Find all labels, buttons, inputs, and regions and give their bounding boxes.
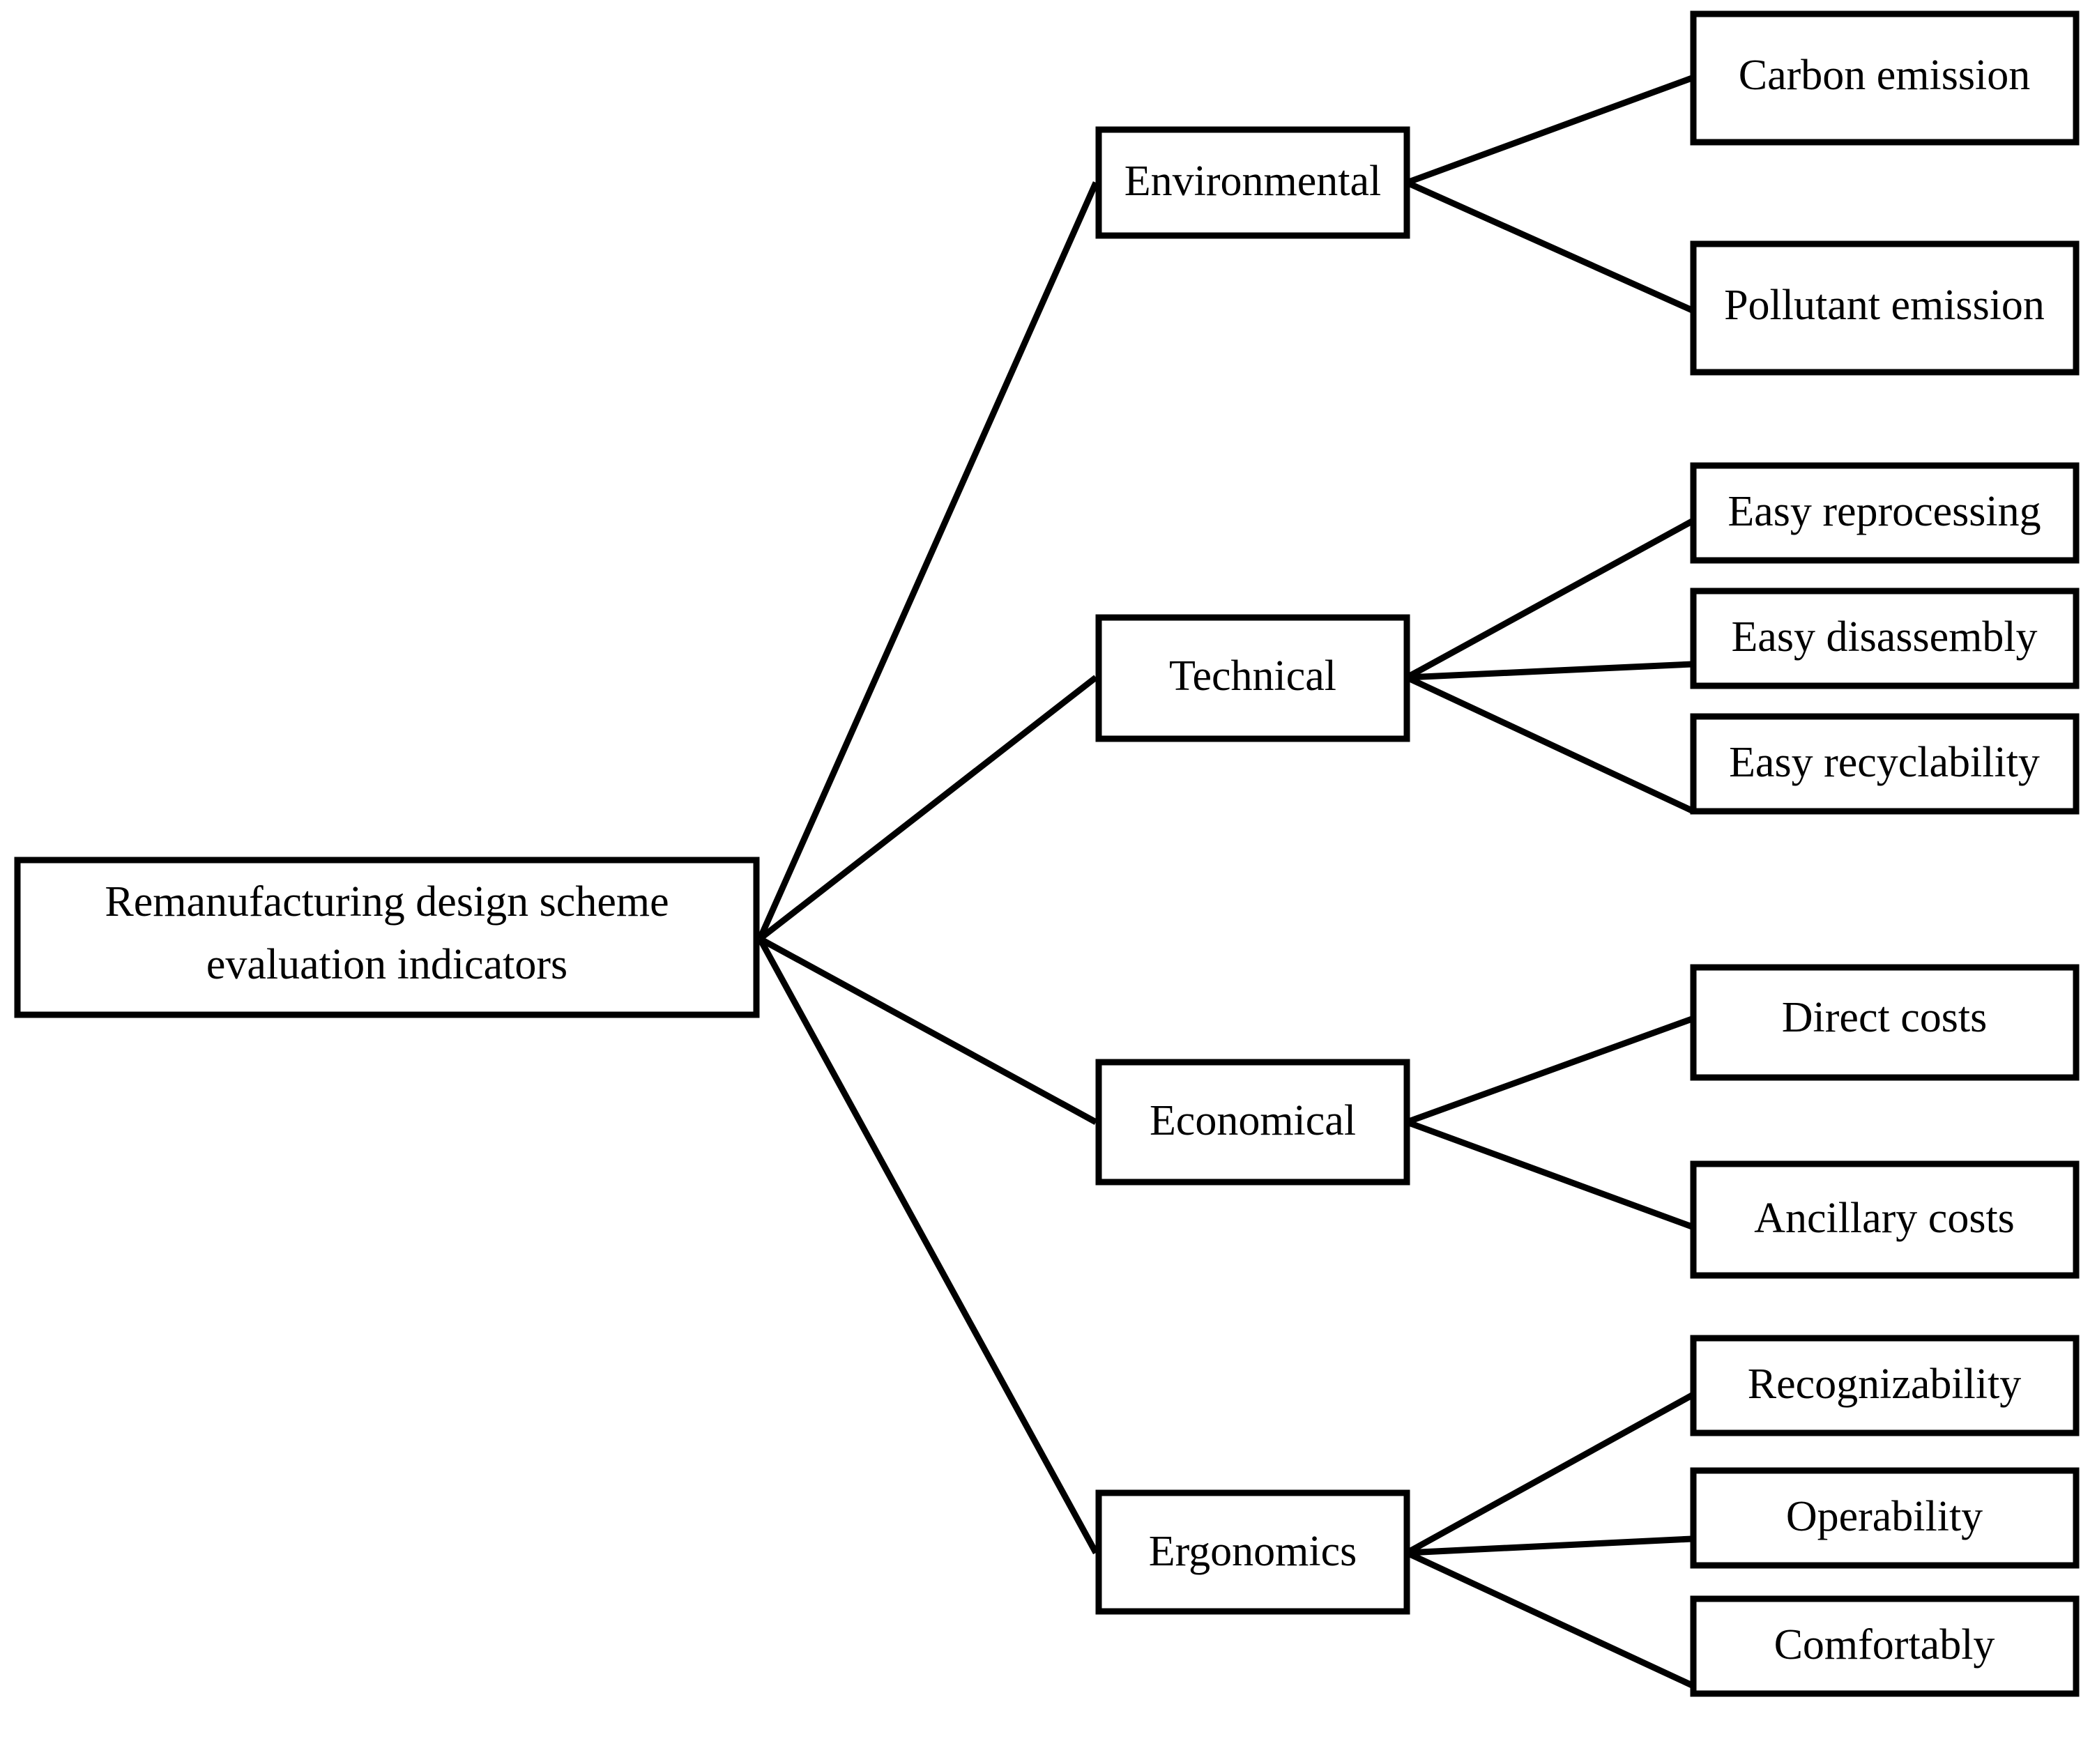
leaf-label-easy-recyclability: Easy recyclability (1729, 739, 2040, 786)
leaf-label-pollutant-emission: Pollutant emission (1724, 282, 2045, 329)
connector-root-to-economical (758, 936, 1098, 1125)
leaf-box-recognizability (1690, 1335, 2080, 1436)
leaf-box-ancillary-costs (1690, 1160, 2080, 1279)
leaf-label-ancillary-costs: Ancillary costs (1754, 1195, 2015, 1242)
node-leaf-operability[interactable]: Operability (1690, 1467, 2080, 1569)
category-label-ergonomics: Ergonomics (1149, 1528, 1357, 1575)
leaf-box-pollutant-emission (1690, 240, 2080, 376)
connector-environmental-to-carbon-emission (1405, 75, 1693, 186)
leaf-label-easy-reprocessing: Easy reprocessing (1728, 488, 2041, 535)
connector-group-root (756, 181, 1099, 1555)
category-box-economical (1095, 1059, 1410, 1186)
leaf-label-operability: Operability (1786, 1493, 1983, 1540)
connector-group-technical (1405, 519, 1694, 814)
category-label-environmental: Environmental (1124, 158, 1381, 205)
leaf-box-easy-reprocessing (1690, 462, 2080, 564)
node-leaf-easy-disassembly[interactable]: Easy disassembly (1690, 588, 2080, 689)
node-root[interactable]: Remanufacturing design scheme evaluation… (14, 857, 760, 1018)
node-leaf-easy-recyclability[interactable]: Easy recyclability (1690, 713, 2080, 815)
node-category-technical[interactable]: Technical (1095, 614, 1410, 742)
node-leaf-easy-reprocessing[interactable]: Easy reprocessing (1690, 462, 2080, 564)
root-label-line-1: Remanufacturing design scheme (105, 878, 669, 926)
connector-technical-to-easy-reprocessing (1405, 519, 1694, 680)
leaf-label-easy-disassembly: Easy disassembly (1731, 613, 2037, 661)
node-leaf-recognizability[interactable]: Recognizability (1690, 1335, 2080, 1436)
node-category-economical[interactable]: Economical (1095, 1059, 1410, 1186)
connector-economical-to-direct-costs (1405, 1015, 1693, 1126)
node-leaf-direct-costs[interactable]: Direct costs (1690, 964, 2080, 1081)
connector-group-environmental (1405, 75, 1693, 314)
connector-root-to-technical (758, 675, 1098, 942)
connector-ergonomics-to-operability (1406, 1535, 1693, 1556)
connector-root-to-environmental (756, 181, 1099, 940)
leaf-label-carbon-emission: Carbon emission (1739, 52, 2030, 99)
node-leaf-ancillary-costs[interactable]: Ancillary costs (1690, 1160, 2080, 1279)
leaf-box-easy-disassembly (1690, 588, 2080, 689)
root-label-line-2: evaluation indicators (206, 941, 567, 988)
leaf-label-comfortably: Comfortably (1774, 1621, 1995, 1669)
category-box-environmental (1095, 126, 1410, 239)
leaf-label-direct-costs: Direct costs (1782, 994, 1987, 1041)
category-label-economical: Economical (1150, 1097, 1356, 1144)
leaf-box-operability (1690, 1467, 2080, 1569)
connector-root-to-ergonomics (757, 937, 1099, 1555)
connector-technical-to-easy-recyclability (1405, 674, 1693, 814)
node-leaf-carbon-emission[interactable]: Carbon emission (1690, 10, 2080, 146)
connector-group-ergonomics (1405, 1393, 1694, 1689)
node-leaf-pollutant-emission[interactable]: Pollutant emission (1690, 240, 2080, 376)
node-category-environmental[interactable]: Environmental (1095, 126, 1410, 239)
leaf-label-recognizability: Recognizability (1748, 1360, 2022, 1408)
root-box (14, 857, 760, 1018)
connector-economical-to-ancillary-costs (1405, 1119, 1693, 1230)
category-box-technical (1095, 614, 1410, 742)
node-leaf-comfortably[interactable]: Comfortably (1690, 1595, 2080, 1697)
leaf-box-carbon-emission (1690, 10, 2080, 146)
category-label-technical: Technical (1169, 652, 1336, 700)
connector-environmental-to-pollutant-emission (1405, 179, 1693, 314)
category-box-ergonomics (1095, 1489, 1410, 1615)
connector-technical-to-easy-disassembly (1406, 661, 1693, 681)
connector-ergonomics-to-comfortably (1405, 1549, 1693, 1689)
connector-group-economical (1405, 1015, 1693, 1230)
node-category-ergonomics[interactable]: Ergonomics (1095, 1489, 1410, 1615)
leaf-box-direct-costs (1690, 964, 2080, 1081)
leaf-box-easy-recyclability (1690, 713, 2080, 815)
leaf-box-comfortably (1690, 1595, 2080, 1697)
connector-ergonomics-to-recognizability (1405, 1393, 1694, 1556)
